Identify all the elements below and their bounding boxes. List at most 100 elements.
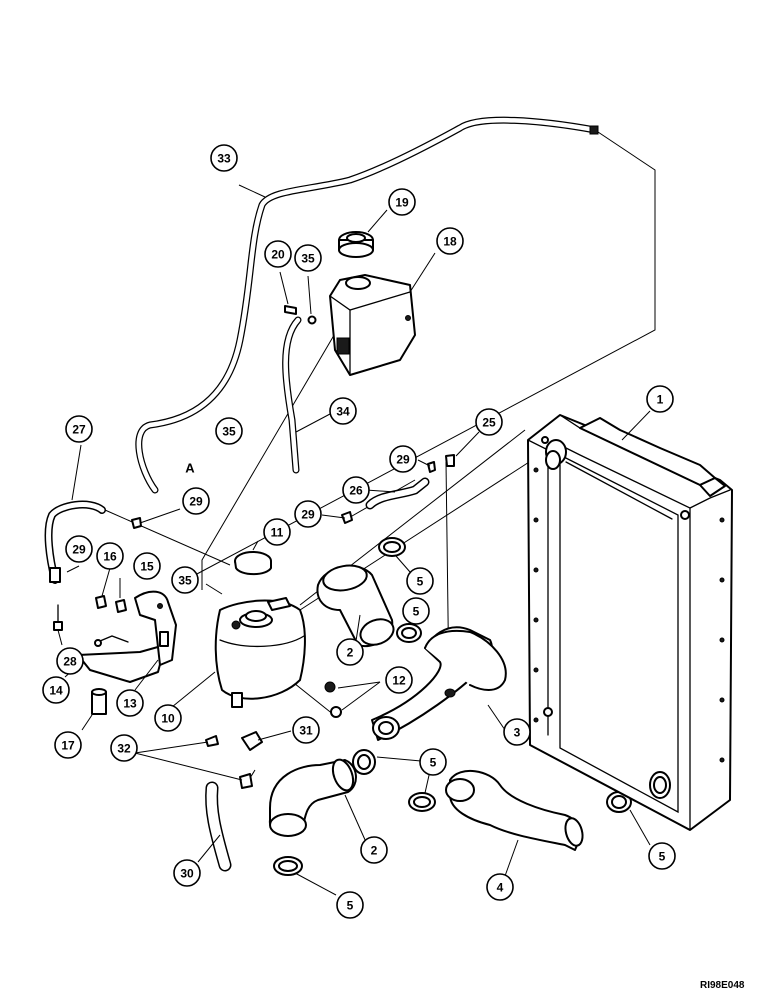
callout-label: 5 [347, 899, 354, 913]
callout-35: 35 [294, 244, 322, 272]
callout-circle [96, 542, 124, 570]
callout-circle [329, 397, 357, 425]
callout-3: 3 [503, 718, 531, 746]
callout-29: 29 [294, 500, 322, 528]
radiator-1 [527, 414, 733, 831]
callout-label: 15 [140, 560, 154, 574]
callout-5: 5 [402, 597, 430, 625]
callout-31: 31 [292, 716, 320, 744]
callout-label: 2 [371, 844, 378, 858]
radiator-bolts [533, 436, 725, 763]
callout-29: 29 [65, 535, 93, 563]
callout-label: 29 [301, 508, 315, 522]
callout-circle [65, 415, 93, 443]
expansion-tank-10 [214, 597, 306, 708]
callout-17: 17 [54, 731, 82, 759]
callout-label: 35 [222, 425, 236, 439]
callout-1: 1 [646, 385, 674, 413]
hose-26 [365, 477, 430, 510]
hose-30 [205, 781, 232, 872]
callout-label: 18 [443, 235, 457, 249]
callout-label: 1 [657, 393, 664, 407]
callout-label: 5 [417, 575, 424, 589]
callout-label: 11 [271, 526, 284, 540]
callout-11: 11 [263, 518, 291, 546]
callout-circle [385, 666, 413, 694]
callout-5: 5 [648, 842, 676, 870]
callout-label: 13 [123, 697, 137, 711]
callout-13: 13 [116, 689, 144, 717]
filler-cap-19 [338, 231, 374, 258]
radiator-cap-11 [234, 551, 272, 576]
callout-label: 5 [659, 850, 666, 864]
hose-3 [371, 626, 507, 741]
callout-32: 32 [110, 734, 138, 762]
callout-circle [388, 188, 416, 216]
fittings-top: A [185, 305, 317, 476]
callout-label: 27 [72, 423, 86, 437]
callout-circle [389, 445, 417, 473]
callout-circle [294, 244, 322, 272]
callout-33: 33 [210, 144, 238, 172]
callout-label: 29 [396, 453, 410, 467]
callout-14: 14 [42, 676, 70, 704]
hose-34 [282, 316, 302, 474]
callout-label: 34 [336, 405, 350, 419]
callout-label: 5 [413, 605, 420, 619]
callout-label: 28 [63, 655, 77, 669]
callout-circle [264, 240, 292, 268]
callout-19: 19 [388, 188, 416, 216]
callout-30: 30 [173, 859, 201, 887]
callout-10: 10 [154, 704, 182, 732]
callout-circle [402, 597, 430, 625]
callout-20: 20 [264, 240, 292, 268]
callout-circle [336, 638, 364, 666]
callout-16: 16 [96, 542, 124, 570]
callout-4: 4 [486, 873, 514, 901]
callout-label: 4 [497, 881, 504, 895]
callout-label: 19 [395, 196, 409, 210]
callout-circle [210, 144, 238, 172]
callout-label: 35 [301, 252, 315, 266]
clamps-5 [273, 537, 632, 876]
detail-letter: A [185, 461, 195, 476]
nuts-12 [324, 681, 342, 718]
callout-circle [475, 408, 503, 436]
callout-circle [116, 689, 144, 717]
fittings-31-32 [205, 731, 263, 789]
callout-35: 35 [171, 566, 199, 594]
washer-reservoir-18 [329, 274, 416, 376]
callout-label: 3 [514, 726, 521, 740]
callout-5: 5 [336, 891, 364, 919]
callout-label: 16 [103, 550, 117, 564]
bracket-14 [77, 635, 166, 683]
callout-circle [42, 676, 70, 704]
callout-label: 5 [430, 756, 437, 770]
figure-reference-code: RI98E048 [700, 980, 745, 991]
callout-circle [360, 836, 388, 864]
callout-label: 10 [161, 712, 175, 726]
callout-circle [65, 535, 93, 563]
spacer-17 [91, 688, 107, 715]
callout-15: 15 [133, 552, 161, 580]
callout-circle [182, 487, 210, 515]
callout-circle [342, 476, 370, 504]
elbow-hose-2-upper [316, 564, 395, 648]
hose-27 [44, 500, 106, 584]
callout-27: 27 [65, 415, 93, 443]
callout-26: 26 [342, 476, 370, 504]
callout-label: 17 [61, 739, 75, 753]
callout-34: 34 [329, 397, 357, 425]
callout-5: 5 [419, 748, 447, 776]
callout-label: 33 [217, 152, 231, 166]
callout-circle [419, 748, 447, 776]
callout-29: 29 [182, 487, 210, 515]
callout-circle [486, 873, 514, 901]
hose-33 [135, 116, 599, 494]
callout-circle [646, 385, 674, 413]
callout-2: 2 [336, 638, 364, 666]
clips-29-25 [131, 454, 455, 529]
callout-circle [171, 566, 199, 594]
callout-bubbles: 1223455555101112131415161718192025262728… [42, 144, 676, 919]
